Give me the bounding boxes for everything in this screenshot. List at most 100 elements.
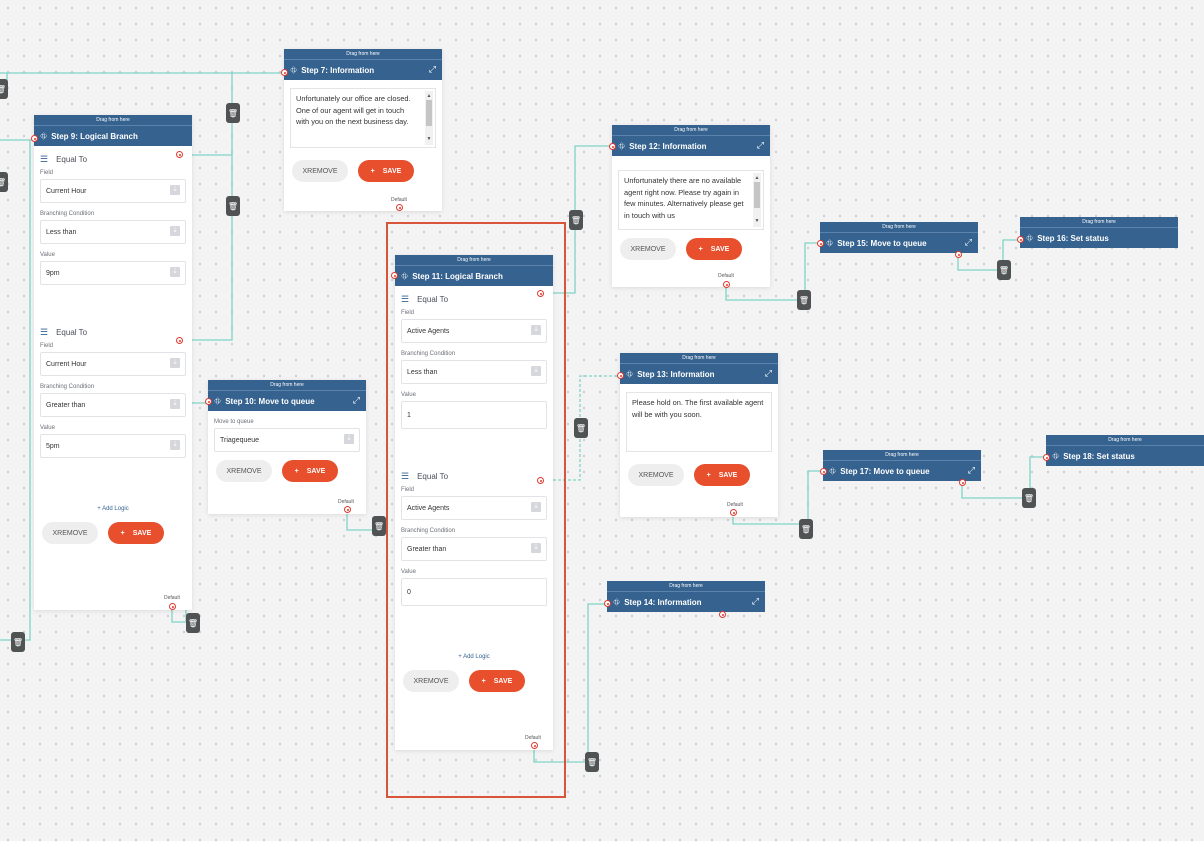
delete-link-button[interactable]: 🗑: [797, 290, 811, 310]
delete-link-button[interactable]: 🗑: [372, 516, 386, 536]
field-select[interactable]: Current Hour⇣: [40, 179, 186, 203]
branch-select[interactable]: Greater than⇣: [401, 537, 547, 561]
value-select[interactable]: 5pm⇣: [40, 434, 186, 458]
save-button[interactable]: +SAVE: [282, 460, 338, 482]
node-header[interactable]: Drag from here ⛗Step 18: Set status: [1046, 435, 1204, 466]
remove-button[interactable]: XREMOVE: [620, 238, 676, 260]
value-input[interactable]: 1: [401, 401, 547, 429]
delete-link-button[interactable]: 🗑: [11, 632, 25, 652]
save-button[interactable]: +SAVE: [469, 670, 525, 692]
delete-link-button[interactable]: 🗑: [569, 210, 583, 230]
delete-link-button[interactable]: 🗑: [186, 613, 200, 633]
value-input[interactable]: 0: [401, 578, 547, 606]
add-logic-link[interactable]: + Add Logic: [458, 654, 490, 660]
delete-link-button[interactable]: 🗑: [0, 172, 8, 192]
drag-handle[interactable]: Drag from here: [1082, 219, 1116, 225]
delete-link-button[interactable]: 🗑: [226, 103, 240, 123]
delete-link-button[interactable]: 🗑: [226, 196, 240, 216]
default-output-port[interactable]: [719, 611, 726, 618]
scrollbar[interactable]: ▲▼: [425, 91, 433, 145]
default-output-port[interactable]: [531, 742, 538, 749]
default-output-port[interactable]: [396, 204, 403, 211]
drag-handle[interactable]: Drag from here: [457, 257, 491, 263]
field-select[interactable]: Active Agents⇣: [401, 496, 547, 520]
drag-handle[interactable]: Drag from here: [682, 355, 716, 361]
save-button[interactable]: +SAVE: [694, 464, 750, 486]
drag-handle[interactable]: Drag from here: [669, 583, 703, 589]
drag-handle[interactable]: Drag from here: [1108, 437, 1142, 443]
node-header[interactable]: Drag from here ⛗Step 14: Information⤢: [607, 581, 765, 612]
branch-select[interactable]: Greater than⇣: [40, 393, 186, 417]
remove-button[interactable]: XREMOVE: [403, 670, 459, 692]
condition-1-output-port[interactable]: [537, 290, 544, 297]
default-output-port[interactable]: [723, 281, 730, 288]
condition-2-output-port[interactable]: [537, 477, 544, 484]
delete-link-button[interactable]: 🗑: [1022, 488, 1036, 508]
drag-handle[interactable]: Drag from here: [882, 224, 916, 230]
expand-icon[interactable]: ⤢: [764, 368, 772, 378]
input-port[interactable]: [391, 272, 398, 279]
save-button[interactable]: +SAVE: [358, 160, 414, 182]
branch-select[interactable]: Less than⇣: [401, 360, 547, 384]
input-port[interactable]: [281, 69, 288, 76]
input-port[interactable]: [617, 372, 624, 379]
node-header[interactable]: Drag from here ⛗Step 13: Information⤢: [620, 353, 778, 384]
expand-icon[interactable]: ⤢: [756, 140, 764, 150]
drag-handle[interactable]: Drag from here: [270, 382, 304, 388]
remove-button[interactable]: XREMOVE: [42, 522, 98, 544]
add-logic-link[interactable]: + Add Logic: [97, 506, 129, 512]
node-header[interactable]: Drag from here ⛗Step 16: Set status: [1020, 217, 1178, 248]
default-output-port[interactable]: [344, 506, 351, 513]
default-output-port[interactable]: [955, 251, 962, 258]
save-button[interactable]: +SAVE: [108, 522, 164, 544]
expand-icon[interactable]: ⤢: [967, 465, 975, 475]
drag-handle[interactable]: Drag from here: [674, 127, 708, 133]
delete-link-button[interactable]: 🗑: [585, 752, 599, 772]
delete-link-button[interactable]: 🗑: [574, 418, 588, 438]
delete-link-button[interactable]: 🗑: [799, 519, 813, 539]
node-header[interactable]: Drag from here ⛗Step 10: Move to queue⤢: [208, 380, 366, 411]
flow-node-icon: ⛗: [290, 64, 298, 75]
message-textarea[interactable]: Please hold on. The first available agen…: [626, 392, 772, 452]
input-port[interactable]: [205, 398, 212, 405]
expand-icon[interactable]: ⤢: [352, 395, 360, 405]
input-port[interactable]: [1043, 454, 1050, 461]
queue-select[interactable]: Triagequeue⇣: [214, 428, 360, 452]
branch-select[interactable]: Less than⇣: [40, 220, 186, 244]
drag-handle[interactable]: Drag from here: [346, 51, 380, 57]
default-output-port[interactable]: [169, 603, 176, 610]
drag-handle[interactable]: Drag from here: [96, 117, 130, 123]
field-select[interactable]: Active Agents⇣: [401, 319, 547, 343]
remove-button[interactable]: XREMOVE: [628, 464, 684, 486]
message-textarea[interactable]: Unfortunately there are no available age…: [618, 170, 764, 230]
input-port[interactable]: [817, 240, 824, 247]
remove-button[interactable]: XREMOVE: [292, 160, 348, 182]
node-header[interactable]: Drag from here ⛗Step 11: Logical Branch: [395, 255, 553, 286]
field-select[interactable]: Current Hour⇣: [40, 352, 186, 376]
input-port[interactable]: [609, 143, 616, 150]
input-port[interactable]: [31, 135, 38, 142]
drag-handle[interactable]: Drag from here: [885, 452, 919, 458]
node-header[interactable]: Drag from here ⛗Step 17: Move to queue⤢: [823, 450, 981, 481]
default-output-port[interactable]: [959, 479, 966, 486]
expand-icon[interactable]: ⤢: [751, 596, 759, 606]
condition-1-output-port[interactable]: [176, 151, 183, 158]
node-header[interactable]: Drag from here ⛗Step 15: Move to queue⤢: [820, 222, 978, 253]
expand-icon[interactable]: ⤢: [428, 64, 436, 74]
scrollbar[interactable]: ▲▼: [753, 173, 761, 227]
condition-2-output-port[interactable]: [176, 337, 183, 344]
input-port[interactable]: [604, 600, 611, 607]
input-port[interactable]: [1017, 236, 1024, 243]
default-output-port[interactable]: [730, 509, 737, 516]
node-header[interactable]: Drag from here ⛗Step 9: Logical Branch: [34, 115, 192, 146]
node-header[interactable]: Drag from here ⛗Step 12: Information⤢: [612, 125, 770, 156]
remove-button[interactable]: XREMOVE: [216, 460, 272, 482]
node-header[interactable]: Drag from here ⛗Step 7: Information⤢: [284, 49, 442, 80]
value-select[interactable]: 9pm⇣: [40, 261, 186, 285]
delete-link-button[interactable]: 🗑: [0, 79, 8, 99]
save-button[interactable]: +SAVE: [686, 238, 742, 260]
input-port[interactable]: [820, 468, 827, 475]
message-textarea[interactable]: Unfortunately our office are closed. One…: [290, 88, 436, 148]
expand-icon[interactable]: ⤢: [964, 237, 972, 247]
delete-link-button[interactable]: 🗑: [997, 260, 1011, 280]
